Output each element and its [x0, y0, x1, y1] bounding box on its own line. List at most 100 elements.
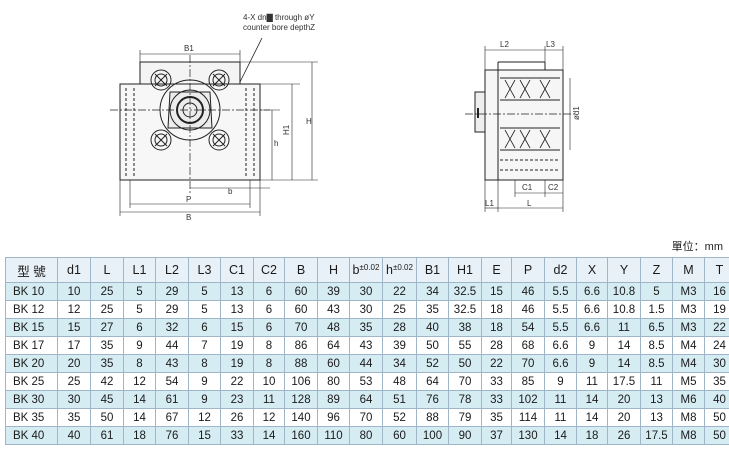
value-cell: 130: [511, 426, 545, 445]
model-cell: BK 25: [5, 372, 58, 391]
value-cell: 44: [155, 336, 189, 355]
value-cell: 5: [123, 282, 156, 301]
value-cell: 12: [188, 408, 221, 427]
value-cell: M3: [672, 300, 705, 319]
value-cell: 60: [317, 354, 350, 373]
value-cell: 19: [704, 300, 729, 319]
header-model: 型 號: [5, 257, 58, 283]
value-cell: 27: [90, 318, 124, 337]
header-C2: C2: [253, 257, 285, 283]
value-cell: 6.6: [576, 300, 608, 319]
value-cell: 52: [416, 354, 449, 373]
value-cell: 14: [544, 426, 577, 445]
value-cell: 8: [253, 354, 285, 373]
value-cell: 54: [511, 318, 545, 337]
spec-table: 型 號 d1 L L1 L2 L3 C1 C2 B H b±0.02 h±0.0…: [5, 257, 729, 445]
value-cell: 46: [511, 300, 545, 319]
value-cell: 5.5: [544, 300, 577, 319]
value-cell: 40: [416, 318, 449, 337]
model-cell: BK 35: [5, 408, 58, 427]
value-cell: 10.8: [607, 300, 641, 319]
value-cell: 48: [382, 372, 417, 391]
value-cell: 1.5: [640, 300, 673, 319]
model-cell: BK 12: [5, 300, 58, 319]
value-cell: 70: [284, 318, 318, 337]
header-L: L: [90, 257, 124, 283]
model-cell: BK 15: [5, 318, 58, 337]
value-cell: 18: [123, 426, 156, 445]
value-cell: 14: [576, 408, 608, 427]
value-cell: 10.8: [607, 282, 641, 301]
value-cell: 140: [284, 408, 318, 427]
value-cell: 5: [123, 300, 156, 319]
value-cell: 29: [155, 282, 189, 301]
value-cell: M5: [672, 372, 705, 391]
value-cell: 17: [57, 336, 91, 355]
value-cell: 35: [57, 408, 91, 427]
value-cell: 10: [57, 282, 91, 301]
value-cell: 85: [511, 372, 545, 391]
header-h-label: h: [386, 263, 393, 277]
value-cell: 13: [220, 282, 254, 301]
value-cell: 128: [284, 390, 318, 409]
model-cell: BK 30: [5, 390, 58, 409]
value-cell: 60: [382, 426, 417, 445]
value-cell: 78: [448, 390, 482, 409]
value-cell: 22: [382, 282, 417, 301]
value-cell: 6.6: [576, 282, 608, 301]
value-cell: 26: [220, 408, 254, 427]
value-cell: 22: [220, 372, 254, 391]
value-cell: 11: [576, 372, 608, 391]
value-cell: 15: [57, 318, 91, 337]
value-cell: 19: [220, 354, 254, 373]
header-L3: L3: [188, 257, 221, 283]
value-cell: 70: [448, 372, 482, 391]
value-cell: M6: [672, 390, 705, 409]
value-cell: 8: [188, 354, 221, 373]
side-view-labels: L2 L3 ød1 C1 C2 L1 L: [485, 40, 581, 208]
value-cell: 61: [90, 426, 124, 445]
dim-C1: C1: [522, 183, 533, 192]
value-cell: 106: [284, 372, 318, 391]
value-cell: 13: [220, 300, 254, 319]
value-cell: 8.5: [640, 354, 673, 373]
value-cell: 32.5: [448, 300, 482, 319]
value-cell: 18: [481, 318, 512, 337]
value-cell: 64: [416, 372, 449, 391]
model-cell: BK 40: [5, 426, 58, 445]
header-M: M: [672, 257, 705, 283]
header-E: E: [481, 257, 512, 283]
value-cell: 8: [253, 336, 285, 355]
value-cell: 28: [382, 318, 417, 337]
value-cell: 20: [607, 408, 641, 427]
callout-line2: counter bore depthZ: [243, 23, 315, 32]
value-cell: 11: [544, 408, 577, 427]
dim-L3: L3: [546, 40, 555, 49]
value-cell: 23: [220, 390, 254, 409]
value-cell: 9: [123, 336, 156, 355]
dim-L: L: [527, 199, 532, 208]
value-cell: 35: [90, 336, 124, 355]
value-cell: 43: [155, 354, 189, 373]
value-cell: 5: [188, 282, 221, 301]
model-cell: BK 17: [5, 336, 58, 355]
header-h: h±0.02: [382, 257, 417, 283]
dim-h: h: [274, 139, 278, 148]
value-cell: 88: [284, 354, 318, 373]
header-h-tolerance: ±0.02: [392, 263, 413, 272]
value-cell: 33: [481, 372, 512, 391]
value-cell: 6.6: [544, 336, 577, 355]
value-cell: 8: [123, 354, 156, 373]
header-B1: B1: [416, 257, 449, 283]
value-cell: 9: [544, 372, 577, 391]
dim-L1: L1: [485, 199, 494, 208]
value-cell: 51: [382, 390, 417, 409]
value-cell: 13: [640, 408, 673, 427]
value-cell: 9: [576, 336, 608, 355]
value-cell: 22: [481, 354, 512, 373]
value-cell: 39: [317, 282, 350, 301]
table-header-row: 型 號 d1 L L1 L2 L3 C1 C2 B H b±0.02 h±0.0…: [5, 257, 729, 283]
